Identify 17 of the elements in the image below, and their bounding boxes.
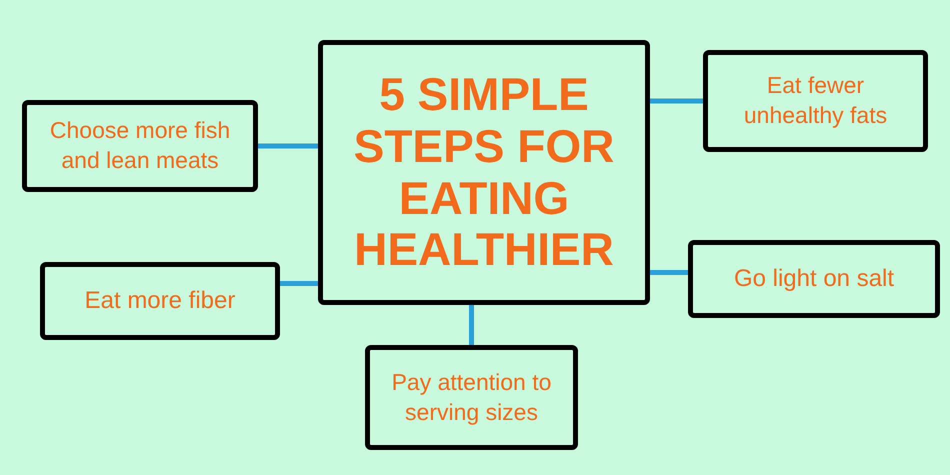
connector-line <box>278 281 320 286</box>
step-box <box>688 240 940 318</box>
step-text: Choose more fish and lean meats <box>48 116 232 175</box>
connector-line <box>648 98 706 104</box>
title-box <box>318 40 650 305</box>
step-text: Go light on salt <box>734 264 894 294</box>
heading-text: 5 SIMPLE STEPS FOR EATING HEALTHIER <box>352 69 616 276</box>
step-box <box>22 100 258 192</box>
step-box <box>40 262 280 340</box>
connector-line <box>256 144 320 148</box>
connector-line <box>469 302 474 348</box>
step-box <box>365 345 578 450</box>
connector-line <box>648 270 690 275</box>
step-text: Pay attention to serving sizes <box>390 368 552 427</box>
step-box <box>703 50 928 152</box>
step-text: Eat fewer unhealthy fats <box>742 71 888 130</box>
step-text: Eat more fiber <box>84 286 236 316</box>
